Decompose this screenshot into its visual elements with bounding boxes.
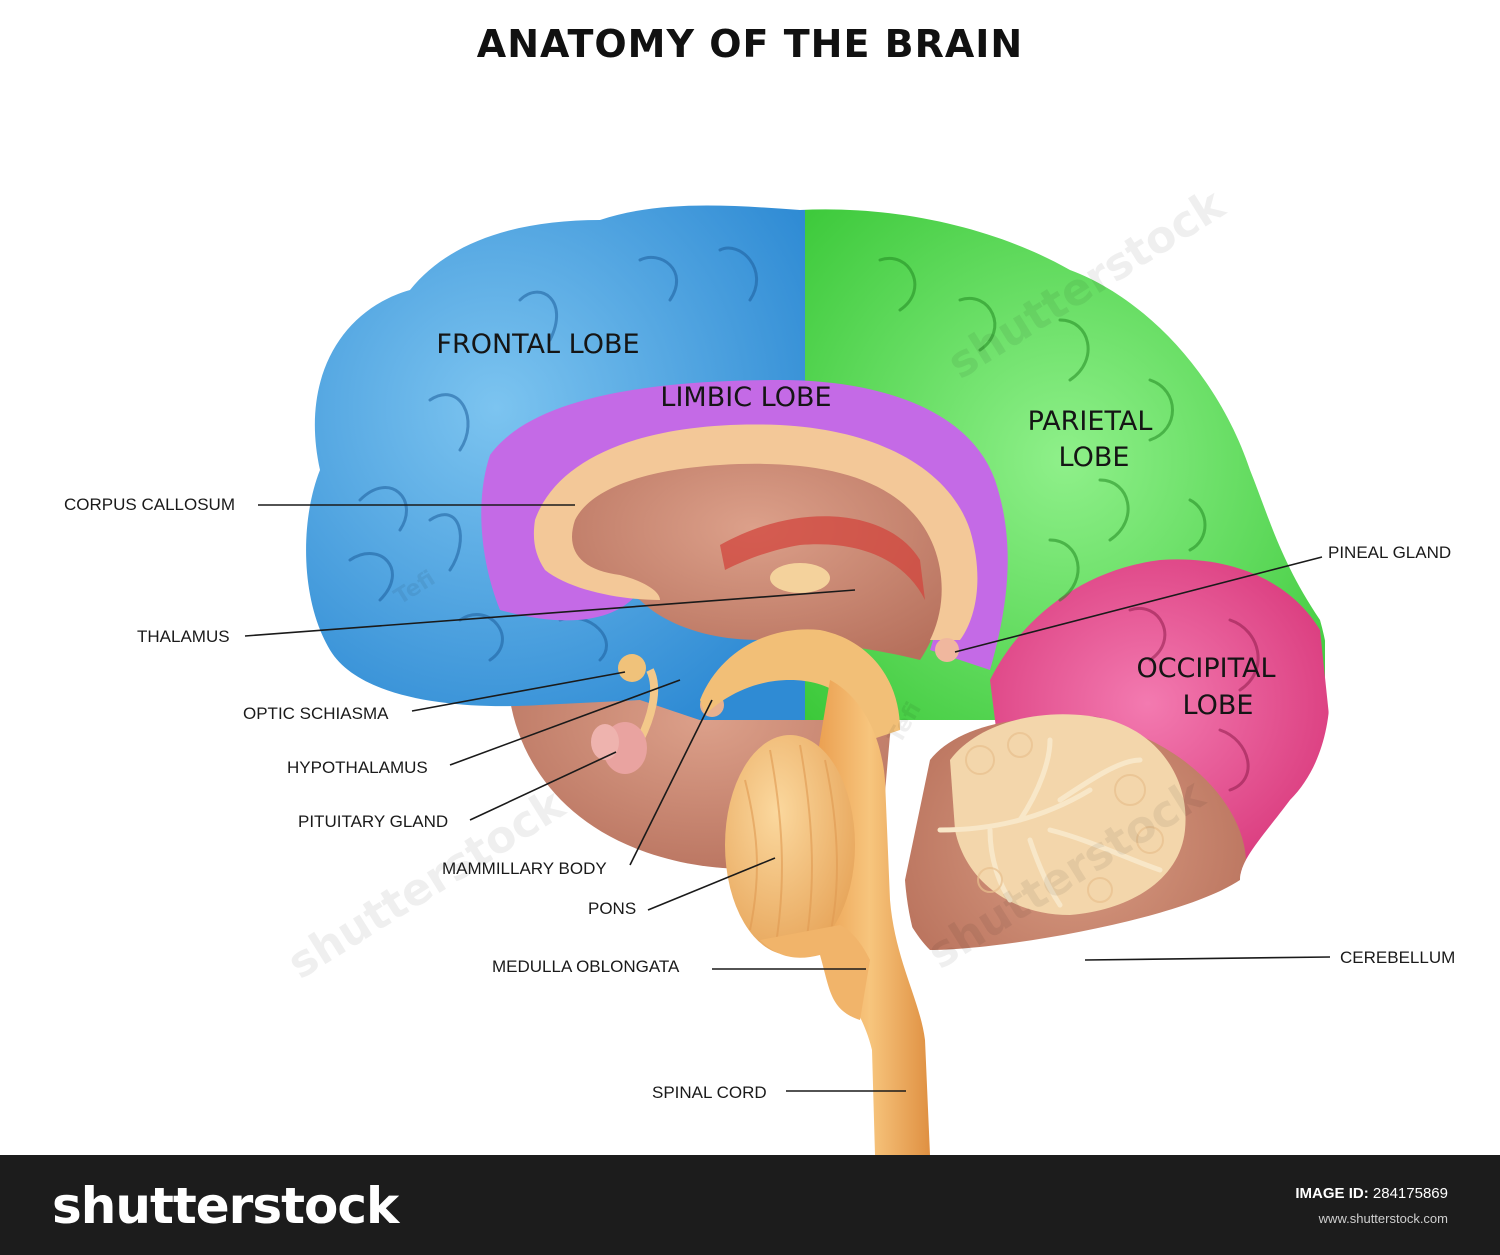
pons-label: PONS [588,899,636,918]
hypothalamus-label: HYPOTHALAMUS [287,758,428,777]
optic-schiasma-label: OPTIC SCHIASMA [243,704,389,723]
pineal-gland-label: PINEAL GLAND [1328,543,1451,562]
parietal-lobe-label-line2: LOBE [1059,442,1130,473]
mammillary-body-label: MAMMILLARY BODY [442,859,607,878]
brain-diagram: shutterstock shutterstock shutterstock T… [64,178,1455,1155]
parietal-gyri [878,256,1207,602]
spinal-cord-label: SPINAL CORD [652,1083,767,1102]
parietal-lobe-label-line1: PARIETAL [1028,406,1153,437]
optic-chiasm-shape [618,654,646,682]
pineal-gland-shape [935,638,959,662]
pons-shape [725,735,855,955]
frontal-gyri [348,246,758,662]
footer-site-url: www.shutterstock.com [1318,1211,1448,1226]
corpus-callosum-label: CORPUS CALLOSUM [64,495,235,514]
pituitary-gland-shape-2 [591,724,619,760]
medulla-oblongata-label: MEDULLA OBLONGATA [492,957,680,976]
footer-bar: shutterstock IMAGE ID: 284175869 www.shu… [0,1155,1500,1255]
page-title: ANATOMY OF THE BRAIN [476,22,1024,66]
thalamus-label: THALAMUS [137,627,230,646]
limbic-lobe-label: LIMBIC LOBE [660,382,831,413]
pituitary-gland-label: PITUITARY GLAND [298,812,448,831]
corpus-callosum-shape [533,424,978,640]
cerebellum-label: CEREBELLUM [1340,948,1455,967]
image-id-label: IMAGE ID: [1295,1185,1369,1202]
thalamus-shape [770,563,830,593]
frontal-lobe-label: FRONTAL LOBE [436,329,639,360]
pons-fibers [744,744,838,951]
arbor-vitae [937,714,1186,915]
image-id: IMAGE ID: 284175869 [1295,1185,1448,1202]
fornix-shape [720,516,925,600]
midbrain-shape [700,629,900,740]
occipital-lobe-label-line2: LOBE [1183,690,1254,721]
footer-brand-logo: shutterstock [52,1177,399,1235]
occipital-lobe-label-line1: OCCIPITAL [1136,653,1275,684]
leader-lines [244,504,1331,1092]
medulla-shape [760,925,870,1020]
image-id-value: 284175869 [1372,1185,1448,1202]
